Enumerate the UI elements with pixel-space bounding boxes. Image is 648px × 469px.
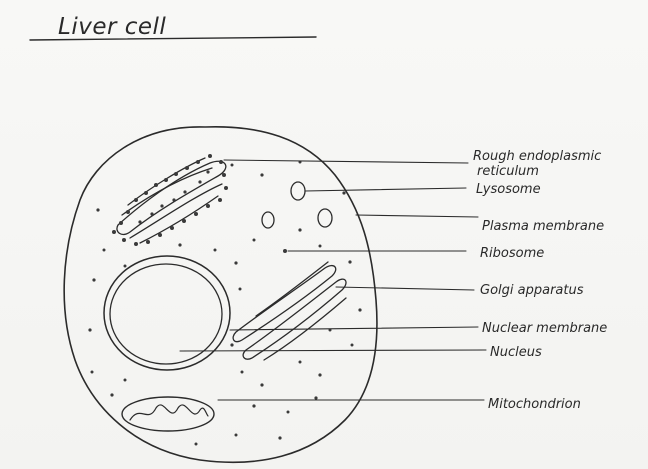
nucleus xyxy=(110,264,222,364)
label-golgi: Golgi apparatus xyxy=(480,283,584,298)
label-rough-er-line1: Rough endoplasmic xyxy=(473,149,601,164)
label-mitochondrion: Mitochondrion xyxy=(488,397,581,412)
mitochondrion xyxy=(122,397,214,431)
rough-endoplasmic-reticulum xyxy=(112,154,228,246)
label-rough-er-line2: reticulum xyxy=(477,164,539,179)
golgi-apparatus xyxy=(233,262,346,360)
label-nuclear-membrane: Nuclear membrane xyxy=(482,321,607,336)
plasma-membrane xyxy=(64,127,377,462)
label-lysosome: Lysosome xyxy=(476,182,541,197)
lysosome xyxy=(291,182,305,200)
label-nucleus: Nucleus xyxy=(490,345,542,360)
label-plasma-membrane: Plasma membrane xyxy=(482,219,604,234)
labels: Rough endoplasmic reticulum Lysosome Pla… xyxy=(473,149,607,412)
lysosome-2 xyxy=(262,212,274,228)
leader-lines xyxy=(180,160,486,400)
nuclear-membrane xyxy=(104,256,230,370)
diagram-title: Liver cell xyxy=(58,14,166,40)
label-ribosome: Ribosome xyxy=(480,246,544,261)
lysosome-3 xyxy=(318,209,332,227)
